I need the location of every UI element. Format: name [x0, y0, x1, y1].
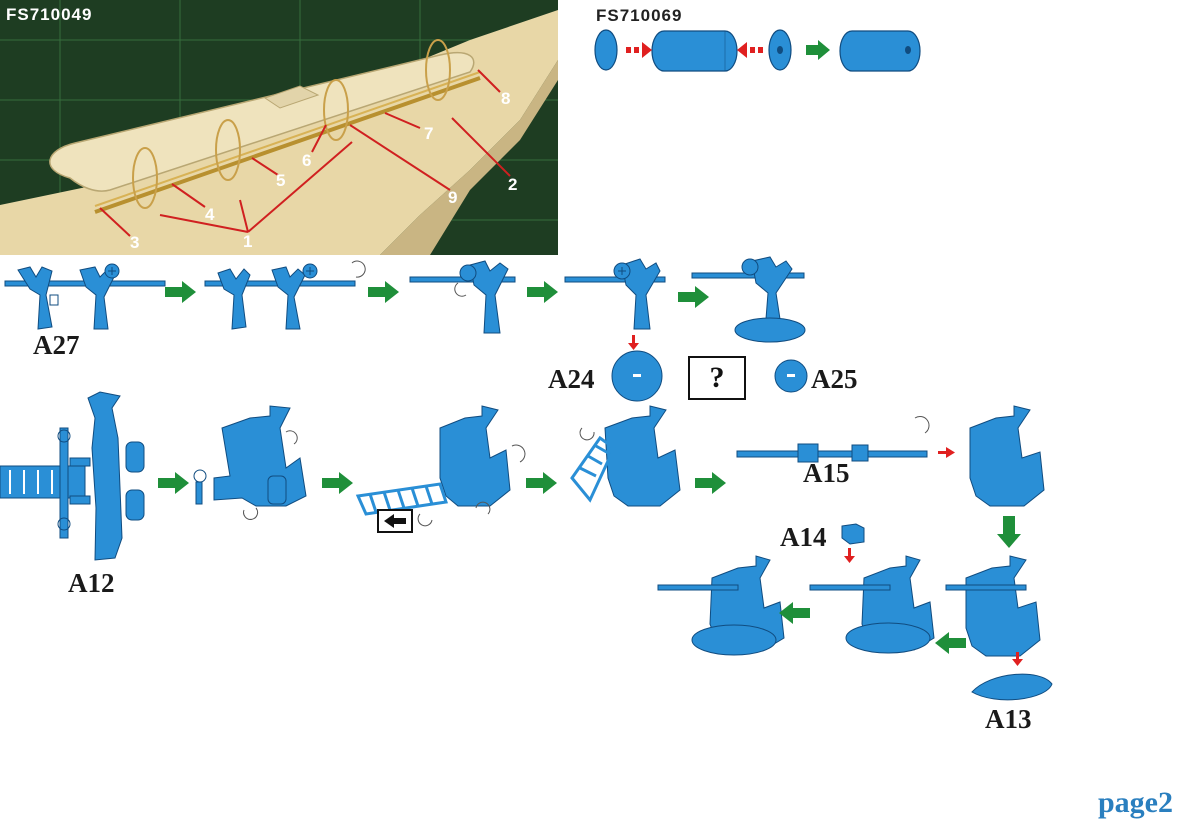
green-arrows-row2 — [158, 472, 1021, 654]
label-a27: A27 — [33, 330, 80, 360]
kit2-code: FS710069 — [596, 6, 683, 25]
cylinder-open — [651, 30, 738, 72]
callout-4: 4 — [205, 205, 215, 224]
cylinder-closed — [839, 30, 921, 72]
reference-photo: 1 2 3 4 5 6 7 8 9 FS710049 — [0, 0, 558, 255]
page-number: page2 — [1098, 786, 1173, 819]
end-disc — [594, 29, 618, 71]
a27-gun-steps — [4, 256, 808, 402]
label-a15: A15 — [803, 458, 850, 488]
unknown-part-box: ? — [688, 356, 746, 400]
a12-mount-steps — [0, 391, 1053, 701]
callout-lines — [99, 69, 511, 237]
callout-6: 6 — [302, 151, 311, 170]
callout-1: 1 — [243, 232, 252, 251]
photo-image: 1 2 3 4 5 6 7 8 9 — [0, 0, 558, 255]
green-arrow — [806, 40, 830, 60]
label-a25: A25 — [811, 364, 858, 394]
label-a13: A13 — [985, 704, 1032, 734]
callout-5: 5 — [276, 171, 285, 190]
callout-3: 3 — [130, 233, 139, 252]
callout-2: 2 — [508, 175, 517, 194]
green-arrows-row1 — [165, 281, 709, 308]
cap-assembly-diagram — [594, 29, 921, 72]
label-a14: A14 — [780, 522, 827, 552]
label-a12: A12 — [68, 568, 115, 598]
callout-8: 8 — [501, 89, 510, 108]
red-arrows — [626, 42, 763, 58]
label-a24: A24 — [548, 364, 595, 394]
callout-9: 9 — [448, 188, 457, 207]
red-arrows-row2 — [844, 447, 1023, 666]
callout-7: 7 — [424, 124, 433, 143]
photo-kit-code: FS710049 — [6, 5, 93, 24]
